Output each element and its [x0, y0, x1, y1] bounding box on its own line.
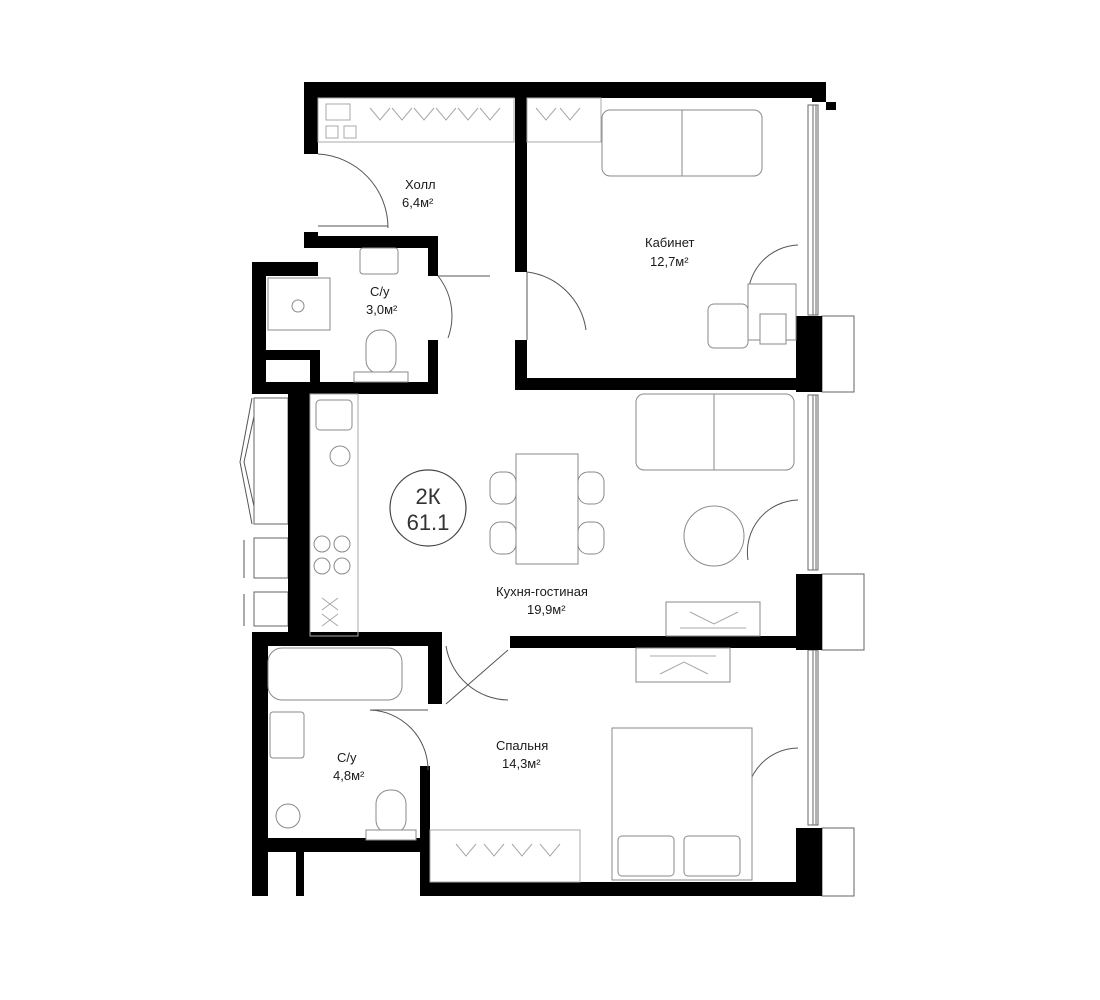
apartment-area: 61.1 [407, 510, 450, 535]
kitchen-living-area: 19,9м² [527, 602, 566, 617]
bath-large-name: С/у [337, 750, 357, 765]
large-bath-fixtures [267, 647, 417, 841]
room-label-bath-large: С/у 4,8м² [333, 750, 365, 783]
kitchen-living-name: Кухня-гостиная [496, 584, 588, 599]
study-area: 12,7м² [650, 254, 689, 269]
walls [252, 82, 836, 896]
bath-large-area: 4,8м² [333, 768, 365, 783]
room-label-study: Кабинет 12,7м² [645, 235, 694, 269]
bedroom-furniture [429, 647, 753, 883]
hall-area: 6,4м² [402, 195, 434, 210]
bath-small-name: С/у [370, 284, 390, 299]
bedroom-area: 14,3м² [502, 756, 541, 771]
badge-circle [389, 469, 467, 547]
apartment-badge: 2К 61.1 [389, 469, 467, 547]
apartment-type: 2К [415, 484, 440, 509]
room-label-bath-small: С/у 3,0м² [366, 284, 398, 317]
kitchen-units [309, 393, 359, 637]
windows-right [807, 104, 865, 897]
small-bath-fixtures [267, 247, 409, 383]
room-label-hall: Холл 6,4м² [402, 177, 436, 210]
bedroom-name: Спальня [496, 738, 548, 753]
hall-name: Холл [405, 177, 436, 192]
living-furniture [635, 393, 795, 637]
study-furniture [601, 109, 797, 349]
room-label-kitchen-living: Кухня-гостиная 19,9м² [496, 584, 588, 617]
study-name: Кабинет [645, 235, 694, 250]
windows-left [239, 397, 289, 627]
dining-table [489, 453, 605, 565]
hall-wardrobe [317, 97, 602, 143]
room-label-bedroom: Спальня 14,3м² [496, 738, 548, 771]
bath-small-area: 3,0м² [366, 302, 398, 317]
